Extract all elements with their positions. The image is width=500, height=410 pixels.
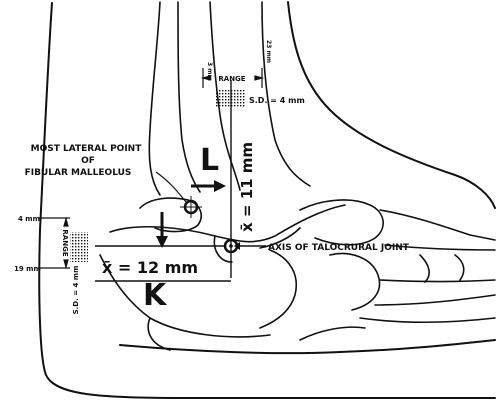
axis-arrow [234, 242, 266, 250]
left-range-top-value: 4 mm [18, 215, 40, 223]
ankle-outline [38, 1, 496, 399]
x-bar-vertical-label: x̄ = 11 mm [238, 142, 256, 232]
fibular-malleolus-point [180, 196, 202, 218]
top-range-label: RANGE [218, 75, 245, 83]
left-range-bracket [38, 216, 70, 270]
left-range-label: RANGE [61, 229, 69, 256]
letter-l: L [200, 143, 219, 178]
axis-label: AXIS OF TALOCRURAL JOINT [268, 243, 410, 253]
top-sd-label: S.D. = 4 mm [249, 96, 305, 105]
arrow-l [191, 180, 226, 192]
left-sd-band [70, 232, 88, 262]
arrow-k [156, 212, 168, 248]
malleolus-leader [155, 171, 187, 203]
top-sd-band [215, 90, 245, 108]
measurement-lines [95, 80, 232, 282]
letter-k: K [143, 278, 168, 313]
x-bar-horizontal-label: x̄ = 12 mm [102, 258, 198, 277]
lateral-point-label-line3: FIBULAR MALLEOLUS [25, 168, 132, 178]
top-range-right-value: 23 mm [265, 40, 272, 63]
left-sd-label: S.D. = 4 mm [72, 266, 80, 315]
left-range-bottom-value: 19 mm [14, 265, 41, 273]
top-range-left-value: 3 mm [206, 62, 213, 81]
lateral-point-label-line1: MOST LATERAL POINT [31, 144, 143, 154]
top-range-bracket [200, 68, 265, 88]
bone-outlines [99, 1, 496, 351]
lateral-point-label-line2: OF [81, 156, 95, 166]
